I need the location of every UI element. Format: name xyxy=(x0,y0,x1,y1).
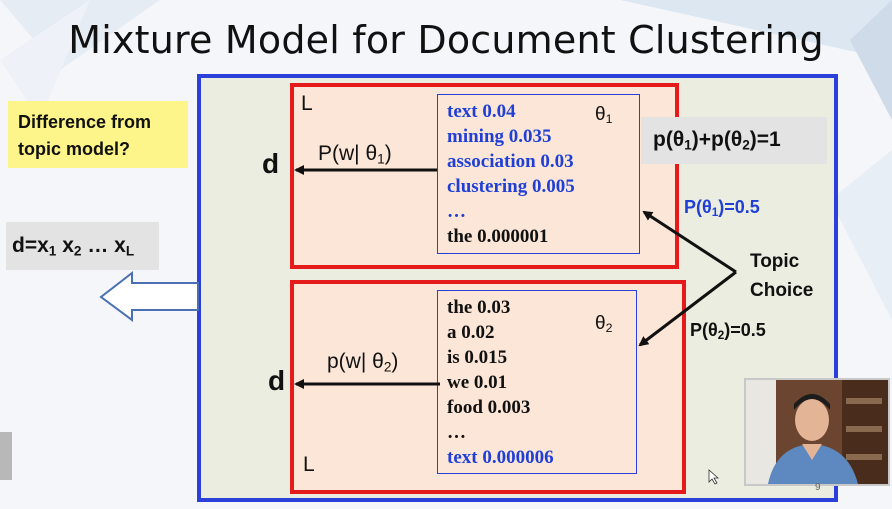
doc-seq-base: d=x xyxy=(12,234,49,257)
topic1-dist-label: P(w| θ1) xyxy=(318,142,392,166)
prior-sum-constraint: p(θ1)+p(θ2)=1 xyxy=(641,117,827,164)
topic1-prior: P(θ1)=0.5 xyxy=(684,197,760,219)
presenter-webcam xyxy=(744,378,890,486)
topic2-prior-sub: 2 xyxy=(717,328,725,342)
topic1-theta-label: θ1 xyxy=(595,104,613,127)
doc-seq-dots: … x xyxy=(81,234,126,257)
doc-seq-sub1: 1 xyxy=(48,243,57,259)
choice-to-topic2-arrow xyxy=(638,270,737,347)
left-edge-tab[interactable] xyxy=(0,432,12,480)
topic1-word: … xyxy=(447,201,466,222)
doc-seq-subL: L xyxy=(125,243,135,259)
topic1-word: text 0.04 xyxy=(447,101,516,122)
topic2-word: food 0.003 xyxy=(447,397,531,418)
doc-seq-sub2: 2 xyxy=(73,243,82,259)
sum-sub2: 2 xyxy=(742,137,750,153)
topic1-prior-sub: 1 xyxy=(711,205,719,219)
topic2-word: text 0.000006 xyxy=(447,447,554,468)
topic2-theta-sub: 2 xyxy=(605,321,613,336)
topic1-doc-label: d xyxy=(262,148,280,179)
topic2-word: a 0.02 xyxy=(447,322,495,343)
topic-choice-line2: Choice xyxy=(750,280,814,301)
topic2-prior-post: )=0.5 xyxy=(724,320,766,340)
sum-end: )=1 xyxy=(749,128,781,151)
topic2-word: is 0.015 xyxy=(447,347,508,368)
topic1-dist-pre: P(w| θ xyxy=(318,142,378,165)
topic2-word: we 0.01 xyxy=(447,372,508,393)
topic1-theta-sub: 1 xyxy=(605,112,613,127)
choice-to-topic1-arrow xyxy=(642,210,737,274)
page-number: 9 xyxy=(815,482,821,493)
topic2-prior: P(θ2)=0.5 xyxy=(690,320,766,342)
topic1-word: mining 0.035 xyxy=(447,126,552,147)
topic2-prior-pre: P(θ xyxy=(690,320,718,340)
document-sequence: d=x1 x2 … xL xyxy=(6,222,159,270)
topic1-dist-sub: 1 xyxy=(377,151,385,167)
topic1-word: the 0.000001 xyxy=(447,226,549,247)
topic1-prior-post: )=0.5 xyxy=(718,197,760,217)
question-note: Difference from topic model? xyxy=(8,101,188,168)
topic1-dist-post: ) xyxy=(384,142,392,165)
topic1-prior-pre: P(θ xyxy=(684,197,712,217)
left-hollow-arrow xyxy=(99,270,199,322)
topic1-word: clustering 0.005 xyxy=(447,176,575,197)
sum-p1: p(θ xyxy=(653,128,685,151)
mouse-cursor-icon xyxy=(708,469,720,485)
topic2-theta-label: θ2 xyxy=(595,313,613,336)
topic-choice-label: Topic Choice xyxy=(750,247,813,305)
topic2-doc-label: d xyxy=(268,365,286,396)
doc-seq-x2: x xyxy=(56,234,74,257)
sum-sub1: 1 xyxy=(684,137,692,153)
note-line-1: Difference from xyxy=(18,112,152,132)
topic1-word: association 0.03 xyxy=(447,151,574,172)
topic2-theta: θ xyxy=(595,313,606,334)
topic2-word: … xyxy=(447,422,466,443)
topic-choice-line1: Topic xyxy=(750,251,800,272)
topic1-corner-label: L xyxy=(301,92,313,115)
note-line-2: topic model? xyxy=(18,139,130,159)
topic1-theta: θ xyxy=(595,104,606,125)
presenter-video-frame xyxy=(746,380,888,484)
sum-mid: )+p(θ xyxy=(691,128,743,151)
topic2-dist-pre: p(w| θ xyxy=(327,350,384,373)
topic2-dist-label: p(w| θ2) xyxy=(327,350,398,374)
slide-title: Mixture Model for Document Clustering xyxy=(68,18,824,62)
topic2-dist-post: ) xyxy=(391,350,399,373)
topic2-dist-sub: 2 xyxy=(383,359,392,375)
topic1-word-distribution: text 0.04 mining 0.035 association 0.03 … xyxy=(437,94,640,254)
topic2-word: the 0.03 xyxy=(447,297,511,318)
topic2-corner-label: L xyxy=(303,453,315,476)
